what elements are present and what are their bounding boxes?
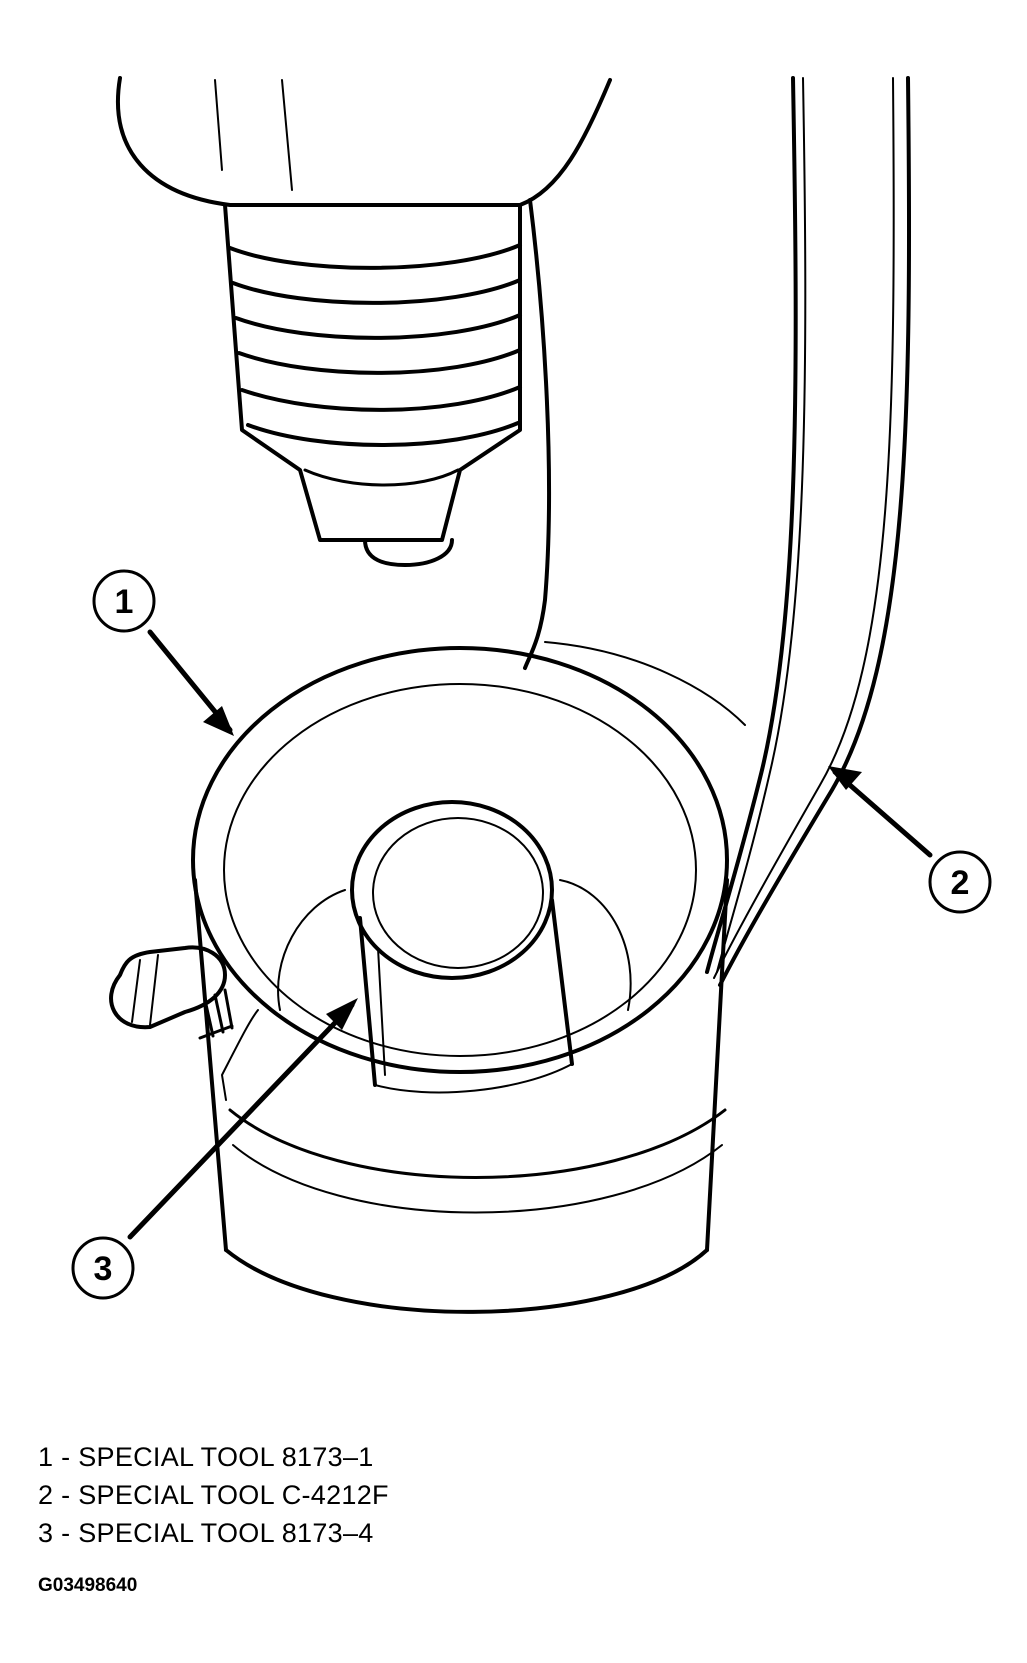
- background-arc: [544, 641, 746, 726]
- legend-item-2: 2 - SPECIAL TOOL C-4212F: [38, 1480, 389, 1510]
- callout-1-number: 1: [115, 583, 134, 621]
- callout-2-circle: [928, 850, 992, 914]
- callout-2-number: 2: [951, 864, 970, 902]
- callout-1-arrowhead: [203, 706, 234, 736]
- drive-screw: [223, 203, 522, 567]
- callout-2-arrowhead: [828, 766, 862, 790]
- callout-3-number: 3: [94, 1250, 113, 1288]
- callout-2-leader: [832, 769, 933, 858]
- press-frame: [116, 76, 912, 987]
- receiver-cup: [191, 646, 729, 1314]
- legend-item-3: 3 - SPECIAL TOOL 8173–4: [38, 1518, 374, 1548]
- callout-1-circle: [92, 569, 156, 633]
- callout-3-leader: [127, 1002, 355, 1240]
- thumb-screw: [109, 945, 234, 1040]
- callout-3-circle: [71, 1236, 135, 1300]
- legend-item-1: 1 - SPECIAL TOOL 8173–1: [38, 1442, 374, 1472]
- callout-3-arrowhead: [326, 998, 358, 1030]
- legend: 1 - SPECIAL TOOL 8173–1 2 - SPECIAL TOOL…: [38, 1438, 389, 1552]
- driver-post: [350, 800, 574, 1094]
- figure-id: G03498640: [38, 1575, 138, 1596]
